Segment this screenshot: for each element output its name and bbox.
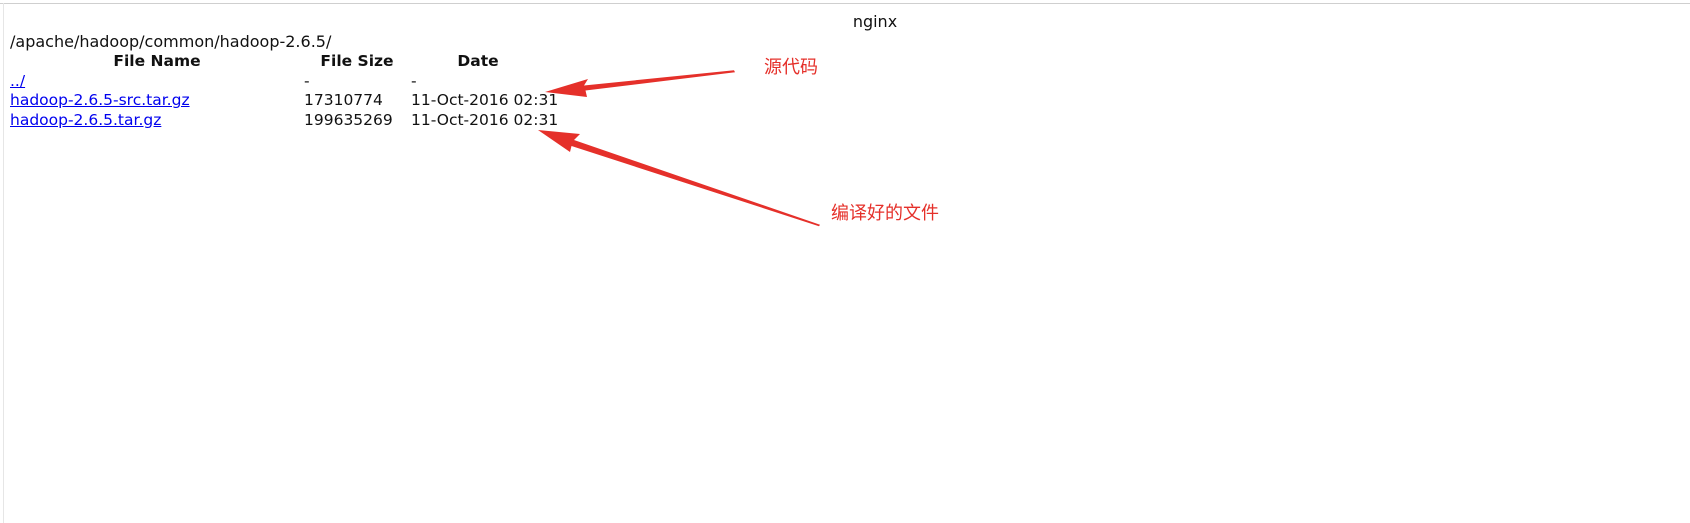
top-border <box>0 3 1690 4</box>
file-size: 17310774 <box>304 91 383 109</box>
annotation-compiled-files: 编译好的文件 <box>831 203 939 224</box>
left-border <box>3 3 4 523</box>
file-date: 11-Oct-2016 02:31 <box>411 110 559 129</box>
directory-path: /apache/hadoop/common/hadoop-2.6.5/ <box>10 32 332 51</box>
header-date: Date <box>457 52 499 70</box>
file-size: - <box>304 71 310 90</box>
file-link-binary[interactable]: hadoop-2.6.5.tar.gz <box>10 110 162 129</box>
arrow-to-source-row <box>545 70 735 97</box>
header-file-size: File Size <box>320 52 394 70</box>
annotation-source-code: 源代码 <box>764 57 818 78</box>
parent-directory-link[interactable]: ../ <box>10 71 26 90</box>
header-file-name: File Name <box>113 52 201 70</box>
file-date: 11-Oct-2016 02:31 <box>411 91 559 109</box>
arrow-to-binary-row <box>538 130 820 227</box>
file-date: - <box>411 71 417 90</box>
server-title: nginx <box>852 12 898 31</box>
file-size: 199635269 <box>304 110 393 129</box>
file-link-src[interactable]: hadoop-2.6.5-src.tar.gz <box>10 91 190 109</box>
